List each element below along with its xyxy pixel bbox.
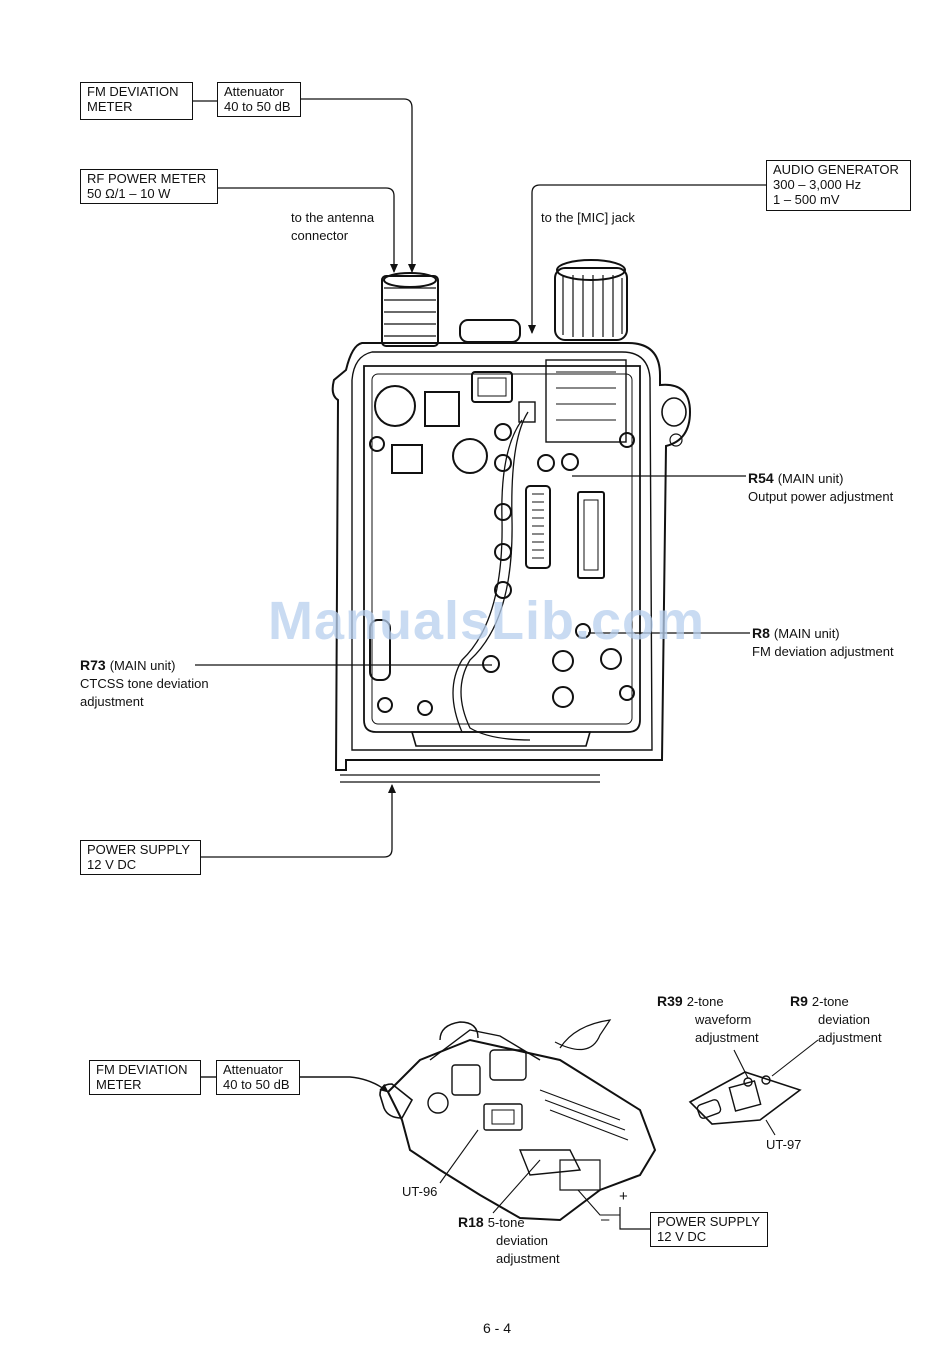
power-supply-top-line1: POWER SUPPLY xyxy=(87,842,191,857)
r18-line3: adjustment xyxy=(496,1251,560,1266)
audio-to-mic-line xyxy=(528,184,766,334)
r39-line1: 2-tone xyxy=(686,994,724,1009)
r54-ref: R54 xyxy=(748,470,774,486)
attenuator-bottom-line2: 40 to 50 dB xyxy=(223,1077,290,1092)
rf-power-meter-line2: 50 Ω/1 – 10 W xyxy=(87,186,171,201)
radio-body-bottom xyxy=(200,1019,819,1230)
fm-deviation-meter-bottom-line2: METER xyxy=(96,1077,142,1092)
r73-desc2: adjustment xyxy=(80,694,144,709)
r18-line1: 5-tone xyxy=(487,1215,525,1230)
fm-deviation-meter-box-bottom: FM DEVIATION METER xyxy=(89,1060,201,1095)
r54-callout: R54(MAIN unit) Output power adjustment xyxy=(748,469,893,506)
minus-terminal: – xyxy=(601,1211,610,1228)
fm-deviation-meter-line1: FM DEVIATION xyxy=(87,84,179,99)
ut96-label: UT-96 xyxy=(402,1184,438,1199)
page-number: 6 - 4 xyxy=(483,1320,512,1336)
mic-jack-label: to the [MIC] jack xyxy=(541,210,635,225)
ut97-label: UT-97 xyxy=(766,1137,802,1152)
attenuator-box-bottom: Attenuator 40 to 50 dB xyxy=(216,1060,300,1095)
r8-callout: R8(MAIN unit) FM deviation adjustment xyxy=(752,624,894,661)
attenuator-line1: Attenuator xyxy=(224,84,284,99)
rf-meter-to-antenna-line xyxy=(217,187,398,273)
r8-unit: (MAIN unit) xyxy=(773,626,840,641)
power-supply-line xyxy=(200,784,396,858)
r73-unit: (MAIN unit) xyxy=(109,658,176,673)
rf-power-meter-line1: RF POWER METER xyxy=(87,171,207,186)
r18-ref: R18 xyxy=(458,1214,484,1230)
plus-terminal: + xyxy=(619,1188,628,1205)
audio-generator-line1: AUDIO GENERATOR xyxy=(773,162,899,177)
r54-unit: (MAIN unit) xyxy=(777,471,844,486)
power-supply-box-bottom: POWER SUPPLY 12 V DC xyxy=(650,1212,768,1247)
antenna-label-line1: to the antenna xyxy=(291,210,375,225)
rf-power-meter-box: RF POWER METER 50 Ω/1 – 10 W xyxy=(80,169,218,204)
radio-body-top xyxy=(331,259,692,783)
power-supply-bottom-line2: 12 V DC xyxy=(657,1229,707,1244)
r8-desc: FM deviation adjustment xyxy=(752,644,894,659)
r39-line2: waveform xyxy=(695,1012,752,1027)
power-supply-box-top: POWER SUPPLY 12 V DC xyxy=(80,840,201,875)
r73-ref: R73 xyxy=(80,657,106,673)
fm-deviation-meter-line2: METER xyxy=(87,99,133,114)
audio-generator-line3: 1 – 500 mV xyxy=(773,192,840,207)
attenuator-to-antenna-line xyxy=(300,98,416,273)
power-supply-top-line2: 12 V DC xyxy=(87,857,137,872)
attenuator-line2: 40 to 50 dB xyxy=(224,99,291,114)
r9-line3: adjustment xyxy=(818,1030,882,1045)
power-supply-bottom-line1: POWER SUPPLY xyxy=(657,1214,761,1229)
r9-line2: deviation xyxy=(818,1012,871,1027)
antenna-label: to the antenna connector xyxy=(291,209,374,245)
r9-line1: 2-tone xyxy=(811,994,849,1009)
watermark: ManualsLib.com xyxy=(268,591,706,651)
r39-line3: adjustment xyxy=(695,1030,759,1045)
r9-ref: R9 xyxy=(790,993,808,1009)
r39-ref: R39 xyxy=(657,993,683,1009)
r73-desc1: CTCSS tone deviation xyxy=(80,676,209,691)
audio-generator-box: AUDIO GENERATOR 300 – 3,000 Hz 1 – 500 m… xyxy=(766,160,911,211)
r8-ref: R8 xyxy=(752,625,770,641)
attenuator-box: Attenuator 40 to 50 dB xyxy=(217,82,301,117)
r18-line2: deviation xyxy=(496,1233,549,1248)
attenuator-bottom-line1: Attenuator xyxy=(223,1062,283,1077)
antenna-label-line2: connector xyxy=(291,228,349,243)
r73-callout: R73(MAIN unit) CTCSS tone deviation adju… xyxy=(80,656,209,711)
fm-deviation-meter-bottom-line1: FM DEVIATION xyxy=(96,1062,188,1077)
fm-deviation-meter-box: FM DEVIATION METER xyxy=(80,82,193,120)
audio-generator-line2: 300 – 3,000 Hz xyxy=(773,177,862,192)
r54-desc: Output power adjustment xyxy=(748,489,894,504)
